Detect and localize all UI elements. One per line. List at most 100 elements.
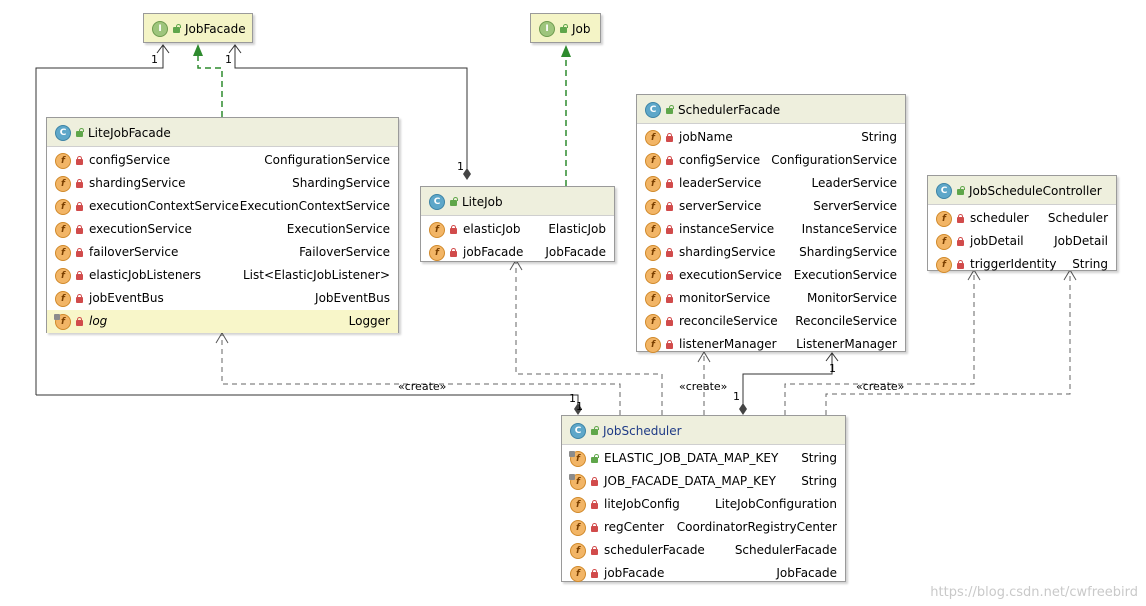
private-lock-icon [590, 523, 599, 532]
field-name: schedulerFacade [604, 543, 705, 557]
public-visibility-icon [956, 186, 965, 195]
multiplicity-litejob: 1 [457, 160, 464, 173]
watermark-text: https://blog.csdn.net/cwfreebird [930, 585, 1138, 600]
association-jobscheduler-schedulerfacade [739, 352, 839, 415]
field-type: String [801, 474, 837, 488]
field-name: executionService [679, 268, 782, 282]
field-name: jobName [679, 130, 733, 144]
static-field-icon: f [54, 313, 71, 330]
field-type: String [861, 130, 897, 144]
class-icon: C [429, 193, 445, 210]
private-lock-icon [665, 225, 674, 234]
multiplicity-jobscheduler-left1: 1 [569, 392, 576, 405]
private-lock-icon [75, 202, 84, 211]
field-type: JobDetail [1054, 234, 1108, 248]
private-lock-icon [590, 500, 599, 509]
field-name: monitorService [679, 291, 771, 305]
field-name: elasticJobListeners [89, 268, 201, 282]
field-name: shardingService [679, 245, 776, 259]
field-icon: f [645, 336, 661, 353]
private-lock-icon [665, 294, 674, 303]
multiplicity-jobscheduler-left2: 1 [576, 400, 583, 413]
public-visibility-icon [172, 24, 181, 33]
field-icon: f [936, 210, 952, 227]
field-type: LiteJobConfiguration [715, 497, 837, 511]
field-type: ShardingService [292, 176, 390, 190]
private-lock-icon [956, 237, 965, 246]
association-litejobfacade-to-jobfacade [35, 44, 170, 395]
class-header-litejob: C LiteJob [421, 187, 614, 216]
private-lock-icon [449, 248, 458, 257]
field-type: ConfigurationService [264, 153, 390, 167]
field-type: CoordinatorRegistryCenter [676, 520, 837, 534]
field-row[interactable]: f configService ConfigurationService [47, 149, 398, 172]
field-type: Logger [348, 314, 390, 328]
class-name: LiteJob [462, 194, 503, 209]
field-icon: f [570, 519, 586, 536]
field-icon: f [55, 221, 71, 238]
field-type: String [801, 451, 837, 465]
field-name: triggerIdentity [970, 257, 1057, 271]
field-icon: f [55, 267, 71, 284]
field-name: configService [89, 153, 171, 167]
multiplicity-jobscheduler-sf: 1 [733, 390, 740, 403]
private-lock-icon [75, 248, 84, 257]
private-lock-icon [956, 214, 965, 223]
field-name: executionContextService [89, 199, 239, 213]
field-icon: f [55, 152, 71, 169]
dependency-create-schedulerfacade [697, 351, 711, 415]
field-type: LeaderService [811, 176, 898, 190]
field-type: JobFacade [545, 245, 606, 259]
field-icon: f [645, 313, 661, 330]
field-type: InstanceService [801, 222, 897, 236]
private-lock-icon [590, 569, 599, 578]
field-icon: f [429, 244, 445, 261]
private-lock-icon [665, 202, 674, 211]
field-name: liteJobConfig [604, 497, 680, 511]
public-visibility-icon [665, 105, 674, 114]
private-lock-icon [449, 225, 458, 234]
field-type: ExecutionService [286, 222, 390, 236]
field-name: ELASTIC_JOB_DATA_MAP_KEY [604, 451, 779, 465]
class-name: JobScheduleController [969, 183, 1102, 198]
